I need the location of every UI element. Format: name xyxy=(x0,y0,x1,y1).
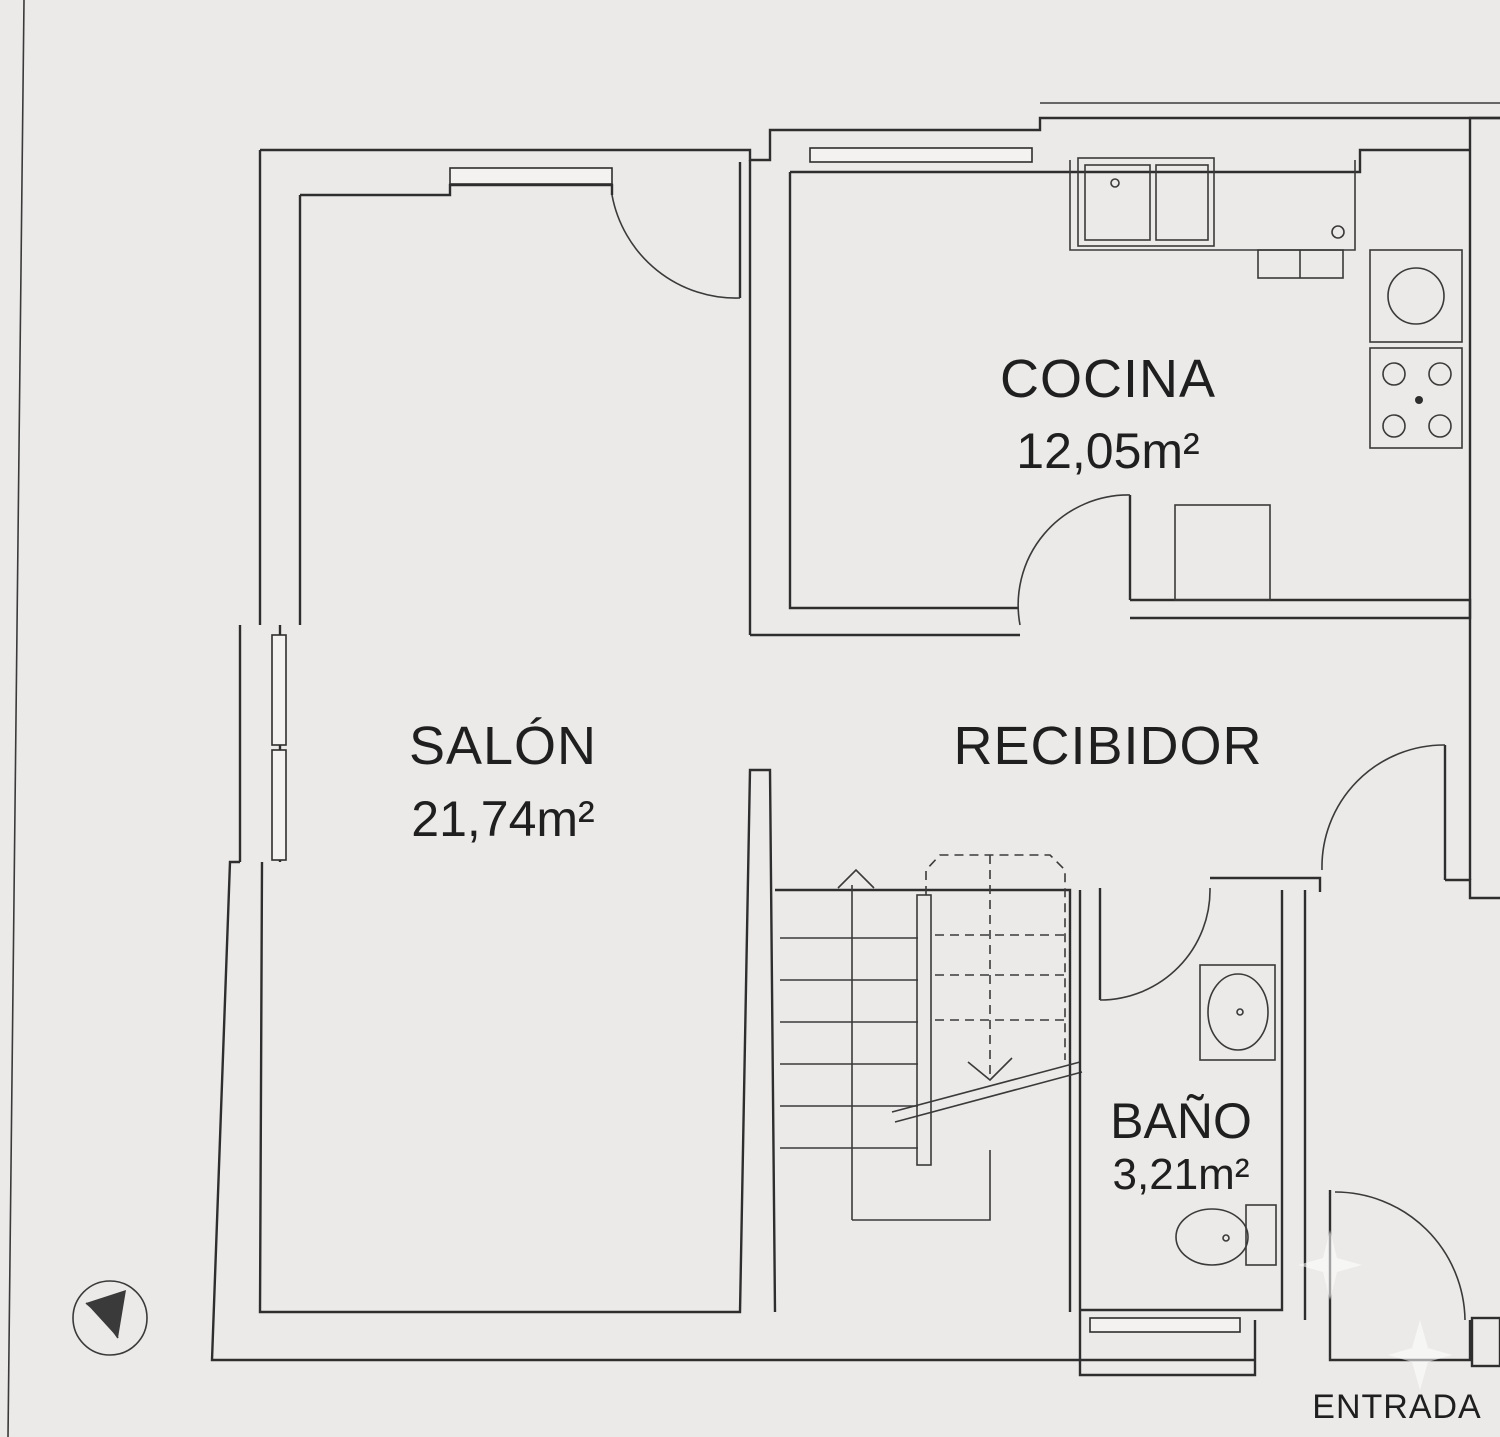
cocina-name: COCINA xyxy=(999,349,1217,409)
cocina-window xyxy=(809,147,1033,163)
compass-icon xyxy=(72,1280,148,1356)
salon-area: 21,74m² xyxy=(411,791,595,847)
entrance-hall-door xyxy=(1321,744,1500,900)
entrance-label: ENTRADA xyxy=(1312,1388,1482,1426)
cocina-area: 12,05m² xyxy=(1016,423,1200,479)
stairs xyxy=(775,854,1083,1312)
salon-window-top xyxy=(449,167,613,185)
cocina-door xyxy=(1017,494,1132,626)
washing-machine-icon xyxy=(1369,249,1463,343)
salon-window-left-b xyxy=(271,749,287,861)
bano-door xyxy=(1098,887,1211,1001)
sink-icon xyxy=(1077,157,1215,247)
kitchen-cabinet xyxy=(1174,504,1271,601)
cocina-walls xyxy=(750,148,1472,637)
outer-wall xyxy=(210,116,1500,1362)
bano-area: 3,21m² xyxy=(1112,1150,1250,1199)
toilet-icon xyxy=(1175,1204,1277,1266)
entrance-door xyxy=(1334,1191,1500,1368)
recibidor-name: RECIBIDOR xyxy=(953,716,1263,776)
bano-window xyxy=(1089,1317,1241,1333)
salon-door xyxy=(611,160,752,635)
bano-name: BAÑO xyxy=(1110,1093,1252,1149)
salon-name: SALÓN xyxy=(408,716,598,776)
stairs-down-arrow-icon xyxy=(967,1057,1013,1082)
washbasin-icon xyxy=(1199,964,1276,1061)
sparkle-icon xyxy=(1298,1230,1452,1390)
stove-icon xyxy=(1369,347,1463,449)
bano-walls xyxy=(1078,876,1472,1377)
stairs-arrow-icon xyxy=(837,868,875,889)
salon-window-left-a xyxy=(271,634,287,746)
page-edge-line xyxy=(7,0,25,1437)
kitchen-counter xyxy=(1069,157,1356,279)
